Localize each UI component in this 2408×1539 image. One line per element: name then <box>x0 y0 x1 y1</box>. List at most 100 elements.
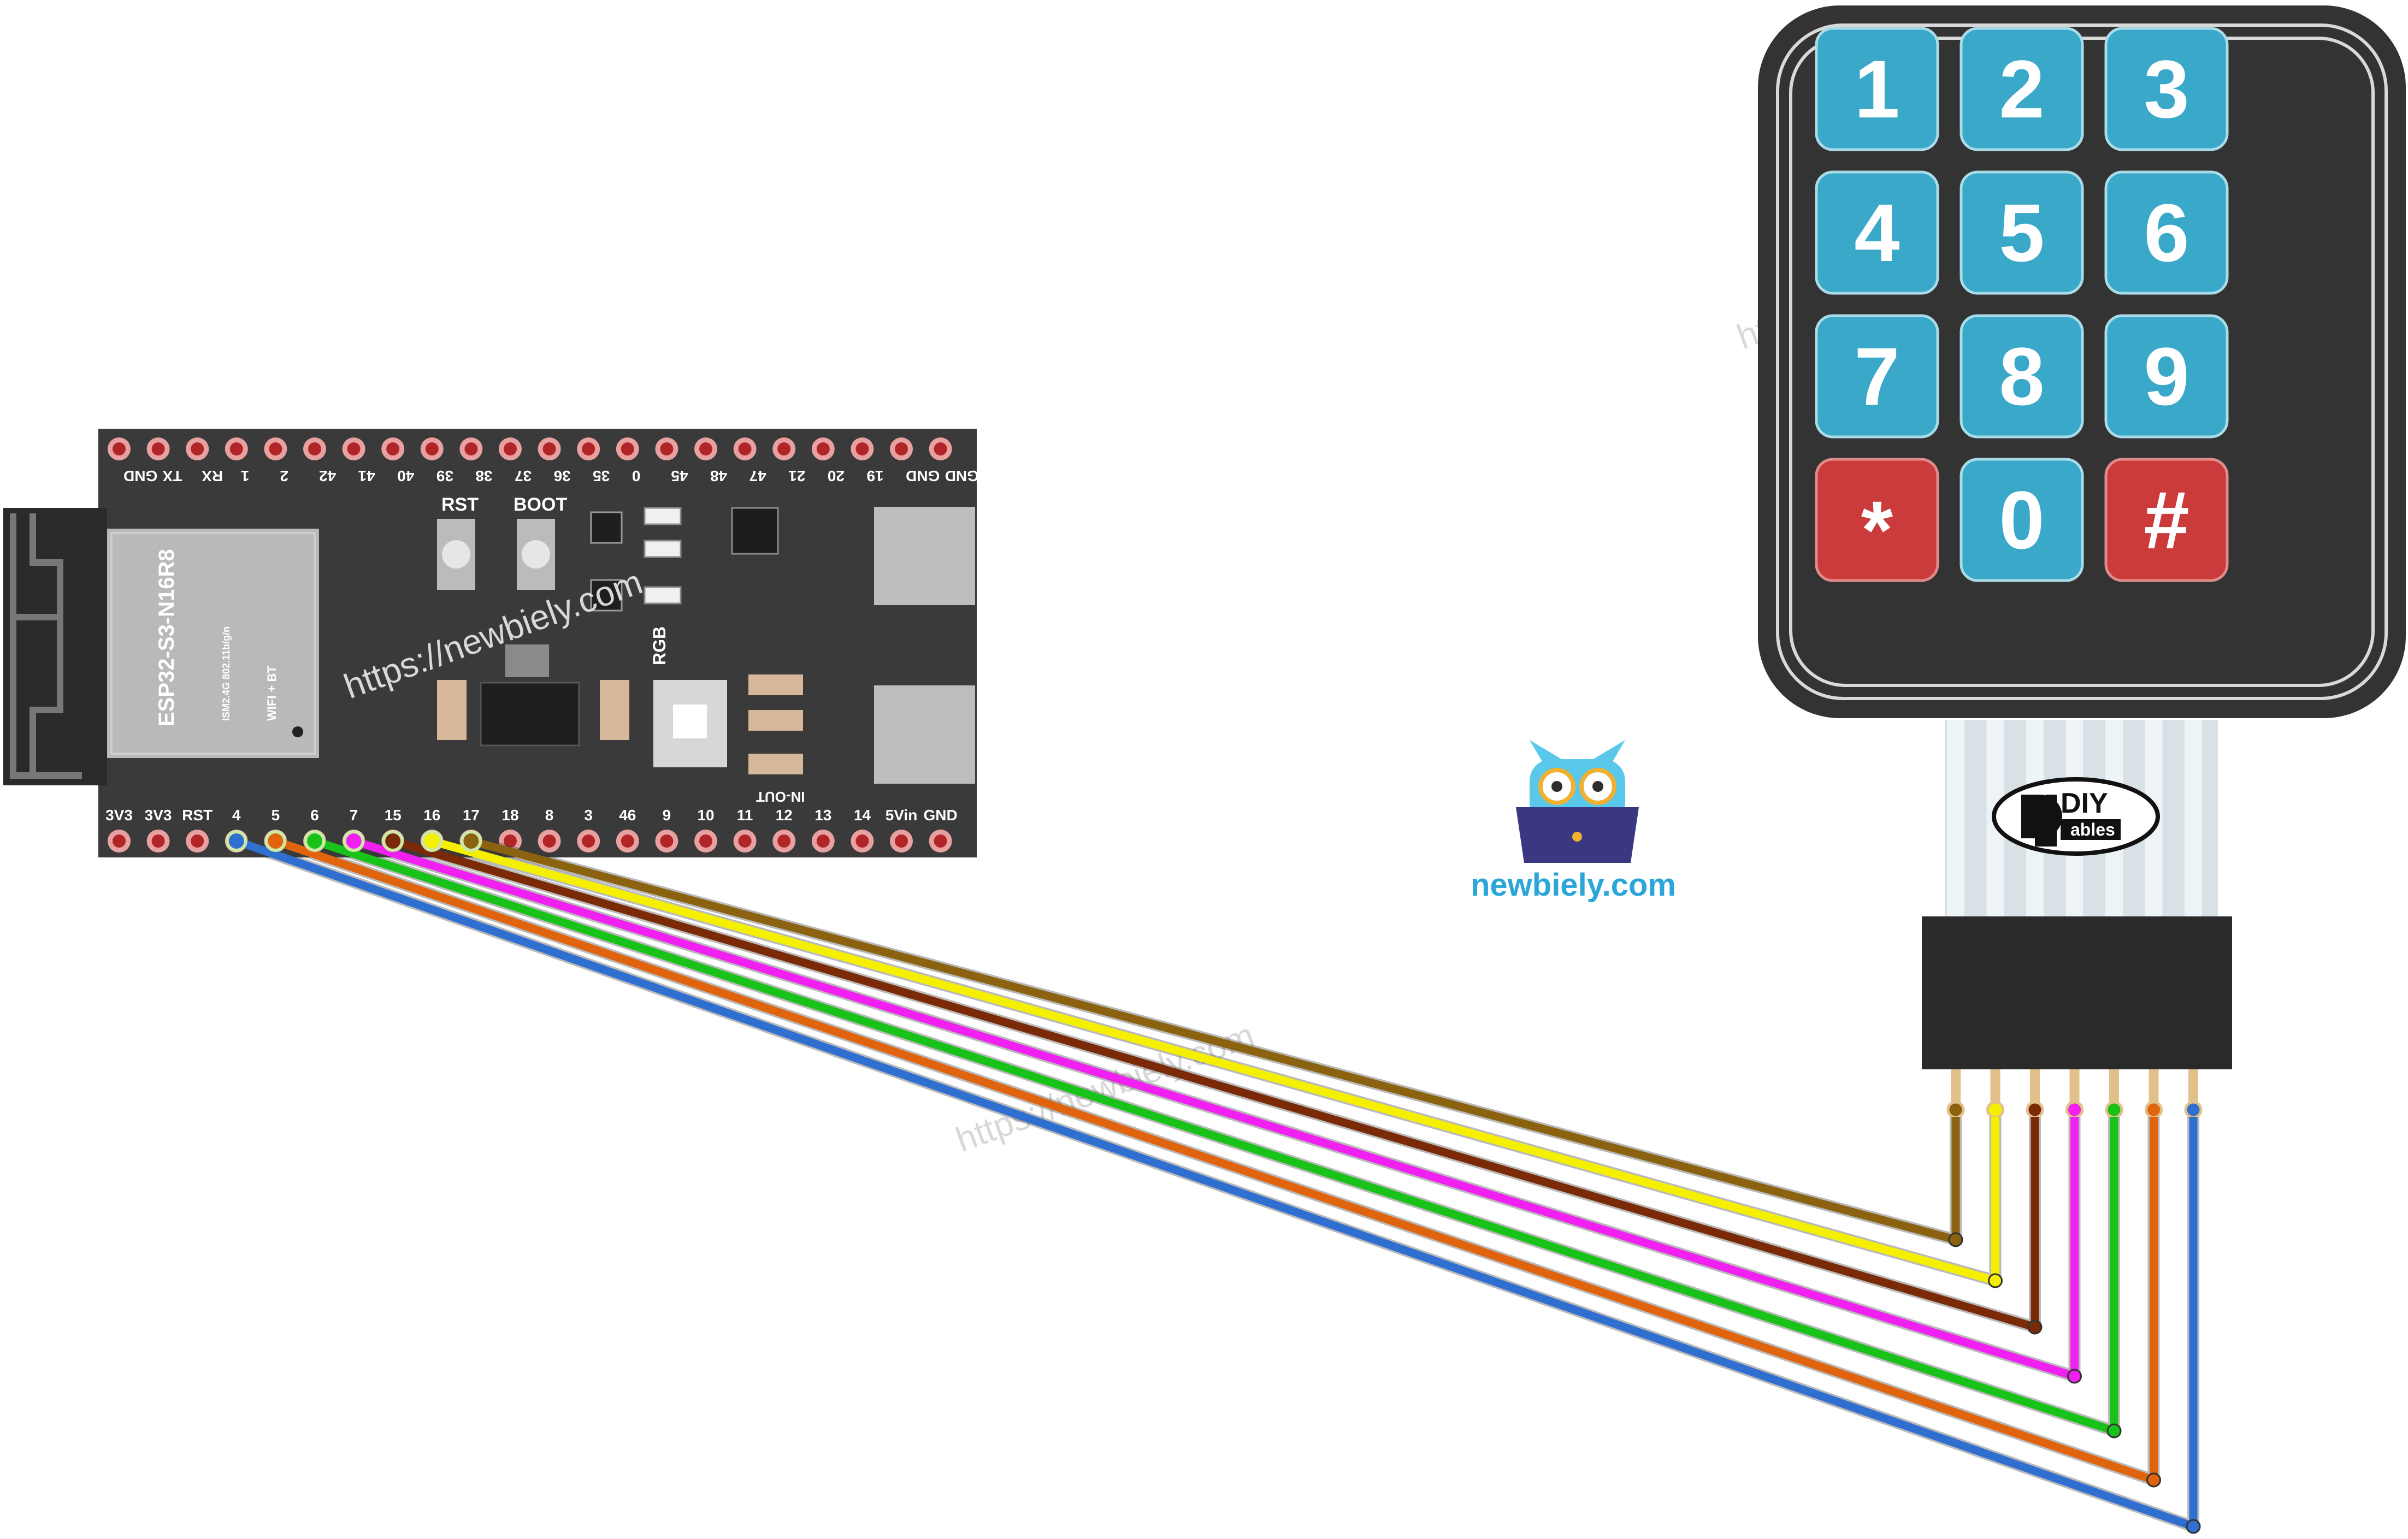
pin-label: 9 <box>663 807 671 824</box>
cap-5 <box>748 754 803 774</box>
header-pin: 13 <box>811 807 835 853</box>
cap-left <box>437 680 467 740</box>
wire <box>382 830 2043 1335</box>
boot-label: BOOT <box>514 494 567 515</box>
header-pin: 10 <box>694 807 717 853</box>
rgb-led-lens <box>673 705 707 738</box>
pin-label: 16 <box>423 807 440 824</box>
header-pin: 9 <box>655 807 678 853</box>
header-pin: 1 <box>225 437 250 484</box>
module-label: ESP32-S3-N16R8 <box>155 549 179 726</box>
pin-label: 48 <box>710 467 727 484</box>
header-pin: 38 <box>459 437 493 484</box>
pin-label: 14 <box>854 807 871 824</box>
smd-resistor-2 <box>644 540 682 558</box>
key-3[interactable]: 3 <box>2104 27 2229 151</box>
key-1[interactable]: 1 <box>1815 27 1939 151</box>
brand-top: DIY <box>2061 788 2108 819</box>
header-pin: 0 <box>616 437 641 484</box>
pin-label: 20 <box>828 467 845 484</box>
header-pin: RX <box>186 437 223 484</box>
cap-4 <box>748 710 803 731</box>
pin-label: 11 <box>737 807 753 824</box>
key-4[interactable]: 4 <box>1815 170 1939 295</box>
module-sub2: WIFI + BT <box>265 666 279 721</box>
pin-label: 47 <box>749 467 766 484</box>
header-pin: GND <box>923 807 958 853</box>
key-label: 4 <box>1854 187 1899 279</box>
pin-label: 3V3 <box>145 807 172 824</box>
pin-label: 45 <box>671 467 688 484</box>
header-pin: 3 <box>577 807 600 853</box>
pin-label: 0 <box>632 467 641 484</box>
header-pin: 45 <box>655 437 688 484</box>
pin-label: TX <box>162 467 182 484</box>
pin-label: RX <box>202 467 223 484</box>
pin-label: 5Vin <box>886 807 918 824</box>
pin-label: 4 <box>232 807 241 824</box>
key-star[interactable]: * <box>1815 458 1939 582</box>
header-pin: 12 <box>772 807 796 853</box>
usb-connector-2 <box>874 685 975 784</box>
module-shield-edge <box>110 532 316 755</box>
pin-label: 35 <box>593 467 610 484</box>
key-9[interactable]: 9 <box>2104 314 2229 439</box>
pin-label: 10 <box>697 807 714 824</box>
key-label: 9 <box>2144 330 2189 422</box>
rst-label: RST <box>441 494 479 515</box>
pin-label: 6 <box>310 807 319 824</box>
key-hash[interactable]: # <box>2104 458 2229 582</box>
pin-label: 42 <box>319 467 336 484</box>
boot-button[interactable] <box>517 519 555 590</box>
header-pin: TX <box>146 437 182 484</box>
smd-ic-1 <box>590 511 623 544</box>
smd-resistor-3 <box>644 586 682 605</box>
pin-label: 46 <box>619 807 636 824</box>
key-8[interactable]: 8 <box>1960 314 2084 439</box>
wire-bundle <box>225 830 2201 1534</box>
pin-label: 17 <box>463 807 480 824</box>
header-pin: 39 <box>420 437 453 484</box>
module-shield <box>107 529 319 758</box>
header-pin: 37 <box>499 437 532 484</box>
header-pin: 21 <box>772 437 805 484</box>
pin-label: 41 <box>358 467 375 484</box>
regulator-tab <box>505 644 549 677</box>
pin-label: 3V3 <box>105 807 133 824</box>
header-pin: GND <box>929 437 979 484</box>
pin-label: 3 <box>584 807 593 824</box>
header-pin: 41 <box>342 437 375 484</box>
header-pin: 11 <box>733 807 757 853</box>
wire <box>304 830 2122 1439</box>
connector-pin <box>2145 1069 2163 1119</box>
wire <box>225 830 2201 1534</box>
key-6[interactable]: 6 <box>2104 170 2229 295</box>
module-dot <box>292 726 303 737</box>
key-label: 0 <box>1999 474 2044 566</box>
pin-label: 19 <box>866 467 883 484</box>
header-pin: 3V3 <box>145 807 172 853</box>
header-pin: 36 <box>538 437 571 484</box>
keypad-connector <box>1922 916 2232 1069</box>
key-label: 7 <box>1854 330 1899 422</box>
wire <box>264 830 2161 1488</box>
pin-label: 1 <box>241 467 250 484</box>
pin-label: 13 <box>815 807 831 824</box>
key-2[interactable]: 2 <box>1960 27 2084 151</box>
key-label: 1 <box>1854 43 1899 135</box>
key-0[interactable]: 0 <box>1960 458 2084 582</box>
header-pin: 8 <box>538 807 561 853</box>
antenna-trace <box>10 513 82 779</box>
key-label: 5 <box>1999 187 2044 279</box>
qfn-chip <box>731 507 779 555</box>
header-pin: 3V3 <box>105 807 133 853</box>
rst-button[interactable] <box>437 519 475 590</box>
brand-bottom: ables <box>2070 820 2115 839</box>
pin-label: RST <box>182 807 213 824</box>
header-pin: 46 <box>616 807 639 853</box>
key-label: 2 <box>1999 43 2044 135</box>
key-5[interactable]: 5 <box>1960 170 2084 295</box>
key-7[interactable]: 7 <box>1815 314 1939 439</box>
